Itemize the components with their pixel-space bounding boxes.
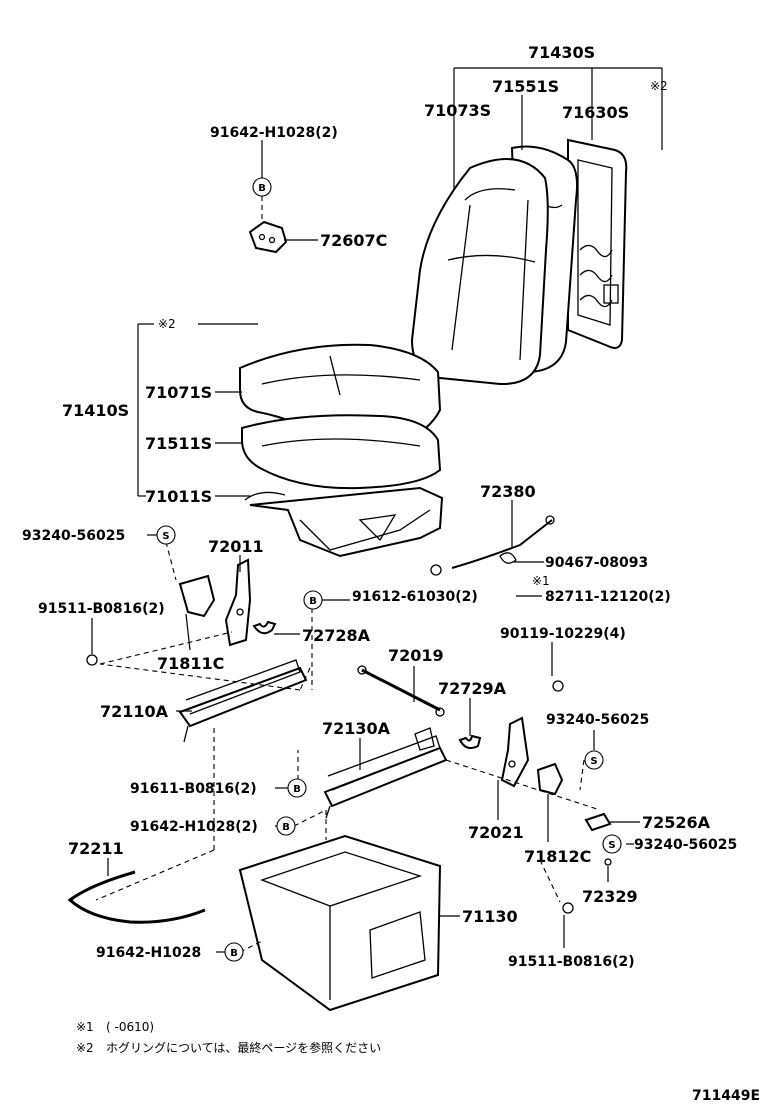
footnote2-text: ホグリングについては、最終ページを参照ください: [106, 1040, 381, 1055]
svg-text:S: S: [162, 531, 169, 542]
footnote1-text: ( -0610): [106, 1020, 154, 1034]
cover-71811C: [178, 574, 216, 618]
clip-72728A: [252, 620, 277, 635]
footnote1-mark: ※1: [76, 1020, 94, 1034]
label-91612: 91612-61030(2): [352, 589, 478, 605]
label-72329: 72329: [582, 887, 638, 906]
label-91511-left: 91511-B0816(2): [38, 601, 165, 617]
label-93240-right: 93240-56025: [546, 712, 649, 728]
label-72021: 72021: [468, 823, 524, 842]
label-72729A: 72729A: [438, 679, 507, 698]
label-93240-left: 93240-56025: [22, 528, 125, 544]
label-90119: 90119-10229(4): [500, 626, 626, 642]
label-72526A: 72526A: [642, 813, 711, 832]
label-91511-right: 91511-B0816(2): [508, 954, 635, 970]
svg-text:S: S: [608, 840, 615, 851]
label-71811C: 71811C: [157, 654, 224, 673]
cover-71812C: [536, 762, 564, 796]
label-90467: 90467-08093: [545, 555, 648, 571]
seat-cushion-assembly: [239, 343, 444, 558]
label-71071S: 71071S: [145, 383, 212, 402]
label-91642-H1028-bottom: 91642-H1028: [96, 945, 201, 961]
marker-b-91642-bottom: B: [224, 942, 244, 962]
rail-72110A: [178, 659, 308, 743]
marker-s-right: S: [584, 750, 604, 770]
footnote2-mark: ※2: [76, 1041, 94, 1055]
rail-72130A: [323, 727, 448, 819]
marker-b-91642-mid: B: [276, 816, 296, 836]
label-72011: 72011: [208, 537, 264, 556]
label-72130A: 72130A: [322, 719, 391, 738]
label-91611: 91611-B0816(2): [130, 781, 257, 797]
handle-72021: [500, 716, 530, 788]
marker-b-91612: B: [303, 590, 323, 610]
small-bracket-72607C: [248, 220, 288, 254]
svg-text:B: B: [282, 822, 290, 833]
label-71430S: 71430S: [528, 43, 595, 62]
markers: B S B S B B S B: [156, 177, 622, 962]
label-71130: 71130: [462, 907, 518, 926]
label-note2-left: ※2: [158, 317, 176, 331]
label-71511S: 71511S: [145, 434, 212, 453]
fasteners: [86, 654, 612, 914]
label-82711: 82711-12120(2): [545, 589, 671, 605]
label-72607C: 72607C: [320, 231, 387, 250]
label-91642-H1028-2-mid: 91642-H1028(2): [130, 819, 258, 835]
marker-s-left: S: [156, 525, 176, 545]
seat-back-assembly: [410, 138, 628, 386]
marker-b-91611: B: [287, 778, 307, 798]
marker-b-top: B: [252, 177, 272, 197]
bar-72019: [357, 665, 445, 717]
adjuster-handle-72011: [224, 558, 252, 647]
wire-72211: [67, 870, 206, 924]
marker-s-bottom: S: [602, 834, 622, 854]
label-72211: 72211: [68, 839, 124, 858]
svg-text:B: B: [293, 784, 301, 795]
svg-text:S: S: [590, 756, 597, 767]
svg-text:B: B: [309, 596, 317, 607]
label-71551S: 71551S: [492, 77, 559, 96]
diagram-id: 711449E: [692, 1088, 760, 1104]
clip-72526A: [584, 812, 612, 832]
svg-text:B: B: [230, 948, 238, 959]
label-71073S: 71073S: [424, 101, 491, 120]
clip-72729A: [458, 734, 482, 749]
label-note2-upper: ※2: [650, 79, 668, 93]
footnotes: ※1 ( -0610) ※2 ホグリングについては、最終ページを参照ください: [76, 1020, 381, 1055]
label-91642-H1028-2-top: 91642-H1028(2): [210, 125, 338, 141]
leader-lines: [91, 67, 663, 953]
label-71812C: 71812C: [524, 847, 591, 866]
cable-72380: [430, 515, 555, 576]
svg-text:B: B: [258, 183, 266, 194]
label-71630S: 71630S: [562, 103, 629, 122]
label-72019: 72019: [388, 646, 444, 665]
label-72110A: 72110A: [100, 702, 169, 721]
part-labels: 71430S 71551S 71073S 71630S ※2 91642-H10…: [22, 43, 737, 970]
label-note1-mid: ※1: [532, 574, 550, 588]
label-71011S: 71011S: [145, 487, 212, 506]
label-72728A: 72728A: [302, 626, 371, 645]
seat-base-71130: [238, 834, 442, 1012]
label-71410S: 71410S: [62, 401, 129, 420]
label-72380: 72380: [480, 482, 536, 501]
label-93240-bottom: 93240-56025: [634, 837, 737, 853]
